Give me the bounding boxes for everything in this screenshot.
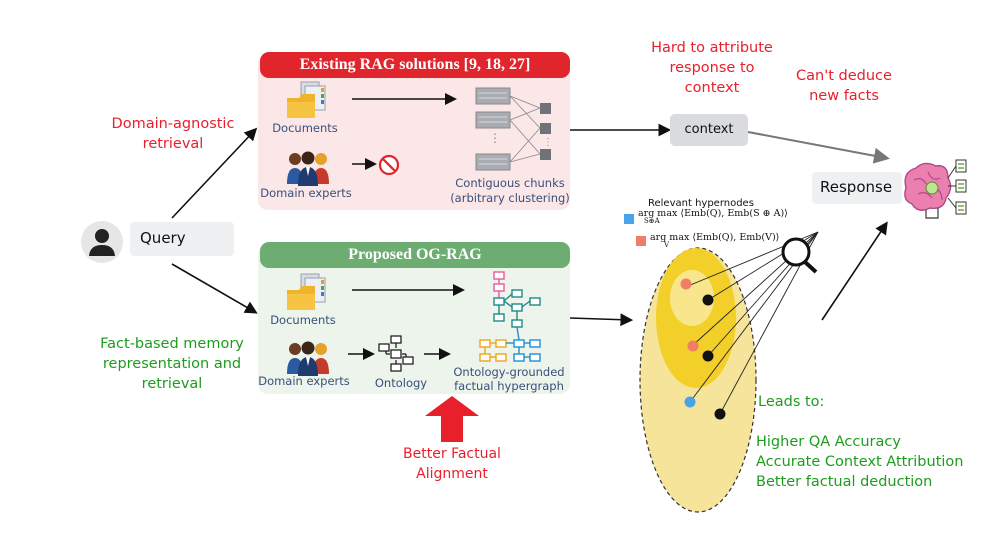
ontology-label: Ontology xyxy=(374,376,428,390)
note-hard-to-attribute: Hard to attribute response to context xyxy=(651,40,773,96)
documents-icon xyxy=(285,80,329,120)
arrow-hypergraph-to-response xyxy=(821,221,888,321)
prohibited-icon xyxy=(378,154,400,176)
red-up-arrow-icon xyxy=(425,396,479,442)
note-cant-deduce: Can't deduce new facts xyxy=(796,68,892,104)
note-domain-agnostic: Domain-agnostic retrieval xyxy=(111,116,235,152)
svg-text:⋮: ⋮ xyxy=(543,137,553,148)
formula-1: arg max ⟨Emb(Q), Emb(S ⊕ A)⟩ S⊕A xyxy=(638,208,788,225)
user-icon xyxy=(80,220,124,264)
proposed-experts-label: Domain experts xyxy=(258,374,350,388)
leads-to-item: Better factual deduction xyxy=(756,474,933,490)
context-label: context xyxy=(684,122,734,137)
documents-icon xyxy=(285,272,329,312)
proposed-documents-label: Documents xyxy=(270,313,336,327)
arrow-proposed-to-hypergraph xyxy=(569,313,634,327)
magnifier-icon xyxy=(781,237,818,274)
leads-to-item: Accurate Context Attribution xyxy=(756,454,964,470)
hypergraph-ellipse xyxy=(639,231,819,513)
blue-square-legend xyxy=(624,214,634,224)
leads-to-list: Higher QA Accuracy Accurate Context Attr… xyxy=(756,432,963,492)
arrow-query-to-existing xyxy=(171,127,258,219)
existing-experts-label: Domain experts xyxy=(260,186,352,200)
existing-documents-label: Documents xyxy=(272,121,338,135)
arrow-query-to-proposed xyxy=(171,263,258,314)
proposed-inner-diagram xyxy=(348,271,541,372)
leads-to-title: Leads to: xyxy=(758,394,825,410)
formula-2: arg max ⟨Emb(Q), Emb(V)⟩ V xyxy=(650,232,780,249)
response-bubble: Response xyxy=(812,172,902,204)
hypernodes-title: Relevant hypernodes xyxy=(648,198,754,209)
hypergraph-label: Ontology-grounded factual hypergraph xyxy=(453,365,565,393)
response-label: Response xyxy=(820,178,893,196)
chunks-label: Contiguous chunks (arbitrary clustering) xyxy=(450,176,570,205)
salmon-square-legend xyxy=(636,236,646,246)
arrow-context-to-response xyxy=(747,131,890,164)
note-fact-based: Fact-based memory representation and ret… xyxy=(100,336,244,392)
brain-icon xyxy=(898,158,968,222)
domain-experts-icon xyxy=(286,150,330,186)
existing-inner-diagram: ⋮ ⋮ xyxy=(352,87,553,171)
domain-experts-icon xyxy=(286,340,330,376)
proposed-title: Proposed OG-RAG xyxy=(260,242,570,268)
note-better-alignment: Better Factual Alignment xyxy=(403,446,501,482)
query-label: Query xyxy=(140,229,186,247)
existing-rag-title: Existing RAG solutions [9, 18, 27] xyxy=(260,52,570,78)
leads-to-item: Higher QA Accuracy xyxy=(756,434,901,450)
query-bubble: Query xyxy=(130,222,234,256)
svg-text:⋮: ⋮ xyxy=(489,131,501,145)
context-box: context xyxy=(670,114,748,146)
